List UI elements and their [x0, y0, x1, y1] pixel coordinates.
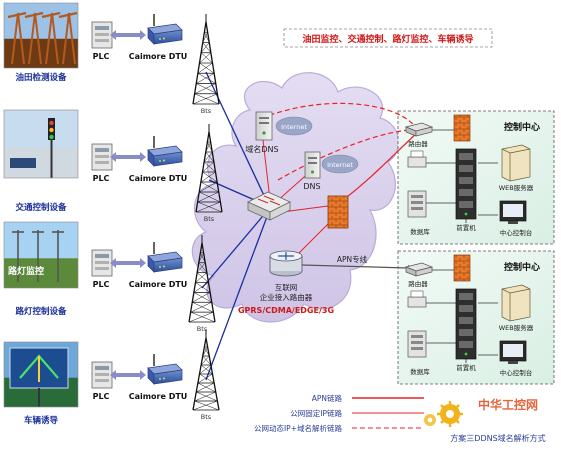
watermark-logo: [424, 401, 463, 427]
cc-router-label-2: 路由器: [408, 279, 428, 288]
device-name-4: 车辆诱导: [24, 415, 59, 426]
cc-console-1: [499, 200, 527, 224]
device-photo-1: [3, 2, 79, 69]
device-name-3: 路灯控制设备: [15, 306, 67, 317]
plc-device-2: [91, 143, 113, 171]
dns-server: [304, 151, 321, 179]
bts-tower-2: [195, 124, 223, 213]
cc-router-1: [404, 122, 434, 137]
apn-label: APN专线: [337, 254, 368, 264]
router-label: 互联网: [275, 283, 298, 292]
internet-label-1: Internet: [281, 123, 307, 131]
legend-label-3: 公网动态IP+域名解析链路: [254, 423, 343, 433]
plc-device-4: [91, 361, 113, 389]
network-types-label: GPRS/CDMA/EDGE/3G: [238, 306, 334, 315]
footer-caption: 方案三DDNS域名解析方式: [450, 433, 545, 443]
core-switch: [247, 191, 291, 221]
cc-title-2: 控制中心: [504, 261, 540, 273]
internet-badge-2: Internet: [321, 154, 359, 174]
bts-label-1: Bts: [201, 107, 212, 115]
cc-router-2: [404, 262, 434, 277]
device-photo-4: [3, 341, 79, 408]
cc-database-label-1: 数据库: [410, 227, 430, 236]
cc-printer-1: [407, 150, 427, 168]
enterprise-router: [269, 250, 303, 277]
dns-label: DNS: [303, 182, 320, 191]
device-row-2: 交通控制设备 PLC Caimore DTU Bts: [3, 109, 223, 223]
device-row-1: 油田检测设备 PLC Caimore DTU Bts: [3, 2, 220, 115]
plc-label-1: PLC: [93, 52, 110, 61]
cc-printer-2: [407, 290, 427, 308]
device-name-2: 交通控制设备: [15, 202, 67, 213]
bts-tower-1: [192, 14, 220, 105]
cc-database-1: [407, 190, 427, 218]
dtu-device-2: [147, 136, 183, 167]
plc-device-3: [91, 249, 113, 277]
dtu-device-3: [147, 242, 183, 273]
device-photo-3: 路灯监控: [3, 221, 79, 289]
cc-frontend-label-2: 前置机: [456, 363, 476, 372]
dtu-device-1: [147, 14, 183, 45]
legend-label-1: APN链路: [312, 393, 343, 403]
dtu-label-2: Caimore DTU: [129, 174, 188, 183]
device-photo-2: [3, 109, 79, 179]
domain-dns-label: 域名DNS: [245, 144, 278, 154]
dtu-label-4: Caimore DTU: [129, 392, 188, 401]
title-box: 油田监控、交通控制、路灯监控、车辆诱导: [283, 28, 493, 48]
cc-firewall-1: [453, 114, 471, 142]
legend-label-2: 公网固定IP链路: [290, 408, 342, 418]
firewall: [327, 195, 349, 229]
cc-web-server-label-2: WEB服务器: [499, 323, 534, 332]
cc-title-1: 控制中心: [504, 121, 540, 133]
bts-tower-3: [188, 235, 216, 323]
domain-dns-server: [255, 111, 273, 141]
cc-web-server-2: [501, 284, 531, 322]
router-sublabel: 企业接入路由器: [260, 292, 313, 302]
device-row-4: 车辆诱导 PLC Caimore DTU Bts: [3, 330, 220, 426]
bts-label-2: Bts: [204, 215, 215, 223]
device-name-1: 油田检测设备: [15, 72, 67, 83]
watermark-text: 中华工控网: [478, 397, 538, 412]
cc-database-2: [407, 330, 427, 358]
cc-frontend-label-1: 前置机: [456, 223, 476, 232]
cc-router-label-1: 路由器: [408, 139, 428, 148]
dtu-label-3: Caimore DTU: [129, 280, 188, 289]
bts-label-4: Bts: [201, 413, 212, 421]
plc-label-3: PLC: [93, 280, 110, 289]
cc-database-label-2: 数据库: [410, 367, 430, 376]
bts-tower-4: [192, 330, 220, 411]
plc-label-4: PLC: [93, 392, 110, 401]
internet-label-2: Internet: [327, 161, 353, 169]
cc-firewall-2: [453, 254, 471, 282]
cc-console-label-2: 中心控制台: [500, 368, 533, 377]
plc-device-1: [91, 21, 113, 49]
cc-frontend-2: [455, 288, 477, 360]
diagram-title: 油田监控、交通控制、路灯监控、车辆诱导: [302, 33, 473, 45]
cc-console-2: [499, 340, 527, 364]
photo-caption-streetlight: 路灯监控: [8, 265, 44, 277]
cc-web-server-1: [501, 144, 531, 182]
bts-label-3: Bts: [197, 325, 208, 333]
cc-frontend-1: [455, 148, 477, 220]
cc-web-server-label-1: WEB服务器: [499, 183, 534, 192]
internet-badge-1: Internet: [275, 116, 313, 136]
dtu-label-1: Caimore DTU: [129, 52, 188, 61]
plc-label-2: PLC: [93, 174, 110, 183]
cc-console-label-1: 中心控制台: [500, 228, 533, 237]
dtu-device-4: [147, 354, 183, 385]
